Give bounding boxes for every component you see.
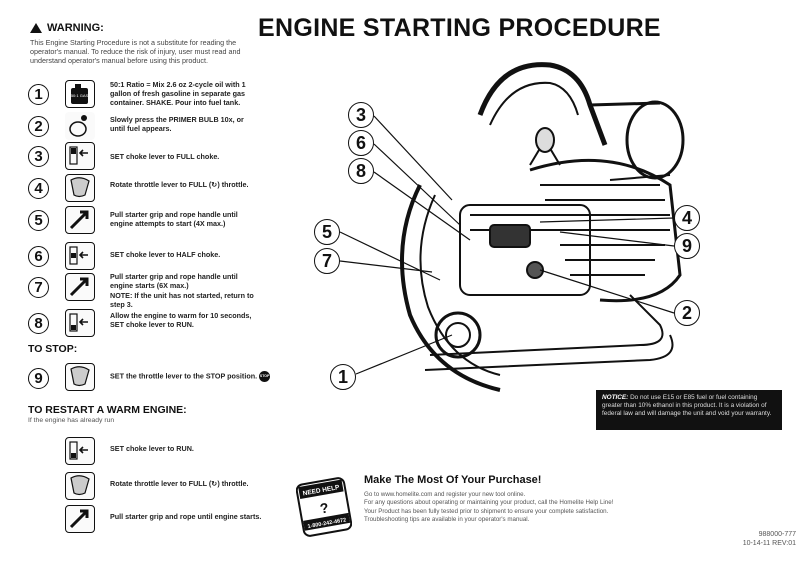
step-9-text: SET the throttle lever to the STOP posit…: [110, 371, 271, 382]
callout-9: 9: [674, 233, 700, 259]
step-3-text: SET choke lever to FULL choke.: [110, 152, 220, 161]
need-help-badge: NEED HELP ? 1-800-242-4672: [295, 477, 353, 537]
step-number-4: 4: [28, 178, 49, 199]
restart-step-3-text: Pull starter grip and rope until engine …: [110, 512, 262, 521]
step-number-7: 7: [28, 277, 49, 298]
stop-badge: STOP: [259, 371, 271, 382]
callout-4: 4: [674, 205, 700, 231]
fuel-mix-icon: 50:1 GAS: [65, 80, 95, 108]
throttle-full-icon-restart: [65, 472, 95, 500]
promo-line-3: Your Product has been fully tested prior…: [364, 507, 609, 515]
throttle-full-icon: [65, 174, 95, 202]
notice-box: NOTICE: Do not use E15 or E85 fuel or fu…: [596, 390, 782, 430]
notice-text: Do not use E15 or E85 fuel or fuel conta…: [602, 394, 772, 417]
question-icon: ?: [319, 499, 330, 516]
fuel-mix-icon-label: 50:1 GAS: [71, 93, 89, 98]
page-title: ENGINE STARTING PROCEDURE: [258, 14, 661, 42]
callout-7: 7: [314, 248, 340, 274]
part-number: 988000-777: [758, 531, 796, 538]
step-number-1: 1: [28, 84, 49, 105]
warning-icon: [30, 23, 42, 33]
callout-8: 8: [348, 158, 374, 184]
promo-body: Go to www.homelite.com and register your…: [364, 491, 794, 524]
step-number-3: 3: [28, 146, 49, 167]
primer-bulb-icon: [65, 112, 95, 140]
document-codes: 988000-777 10-14-11 REV:01: [743, 530, 796, 548]
step-2-text: Slowly press the PRIMER BULB 10x, or unt…: [110, 115, 244, 133]
step-number-9: 9: [28, 368, 49, 389]
restart-step-2-text: Rotate throttle lever to FULL (↻) thrott…: [110, 479, 249, 488]
callout-1: 1: [330, 364, 356, 390]
restart-step-1-text: SET choke lever to RUN.: [110, 444, 194, 453]
callout-6: 6: [348, 130, 374, 156]
promo-line-2: For any questions about operating or mai…: [364, 499, 614, 507]
step-1-text: 50:1 Ratio = Mix 2.6 oz 2-cycle oil with…: [110, 80, 246, 107]
promo-line-4: Troubleshooting tips are available in yo…: [364, 515, 530, 523]
step-number-8: 8: [28, 313, 49, 334]
warning-heading: WARNING:: [30, 22, 104, 34]
choke-run-icon-restart: [65, 437, 95, 465]
notice-label: NOTICE:: [602, 394, 629, 401]
pull-starter-icon-2: [65, 273, 95, 301]
revision: 10-14-11 REV:01: [742, 540, 796, 547]
blower-illustration: [400, 62, 685, 392]
pull-starter-icon-restart: [65, 505, 95, 533]
callout-5: 5: [314, 219, 340, 245]
step-number-2: 2: [28, 116, 49, 137]
to-stop-heading: TO STOP:: [28, 343, 78, 355]
callout-3: 3: [348, 102, 374, 128]
pull-starter-icon: [65, 206, 95, 234]
step-6-text: SET choke lever to HALF choke.: [110, 250, 221, 259]
callout-2: 2: [674, 300, 700, 326]
warning-title: WARNING:: [47, 22, 104, 34]
promo-line-1: Go to www.homelite.com and register your…: [364, 491, 526, 498]
warning-text: This Engine Starting Procedure is not a …: [30, 38, 241, 65]
restart-heading: TO RESTART A WARM ENGINE:: [28, 404, 187, 416]
promo-title: Make The Most Of Your Purchase!: [364, 474, 542, 486]
step-7-note: NOTE: If the unit has not started, retur…: [110, 291, 254, 309]
step-number-6: 6: [28, 246, 49, 267]
throttle-stop-icon: [65, 363, 95, 391]
step-5-text: Pull starter grip and rope handle until …: [110, 210, 238, 228]
choke-full-icon: [65, 142, 95, 170]
restart-subheading: If the engine has already run: [28, 417, 115, 424]
choke-half-icon: [65, 242, 95, 270]
step-4-text: Rotate throttle lever to FULL (↻) thrott…: [110, 180, 249, 189]
step-number-5: 5: [28, 210, 49, 231]
step-7-text: Pull starter grip and rope handle until …: [110, 272, 238, 290]
choke-run-icon: [65, 309, 95, 337]
step-8-text: Allow the engine to warm for 10 seconds,…: [110, 311, 252, 329]
